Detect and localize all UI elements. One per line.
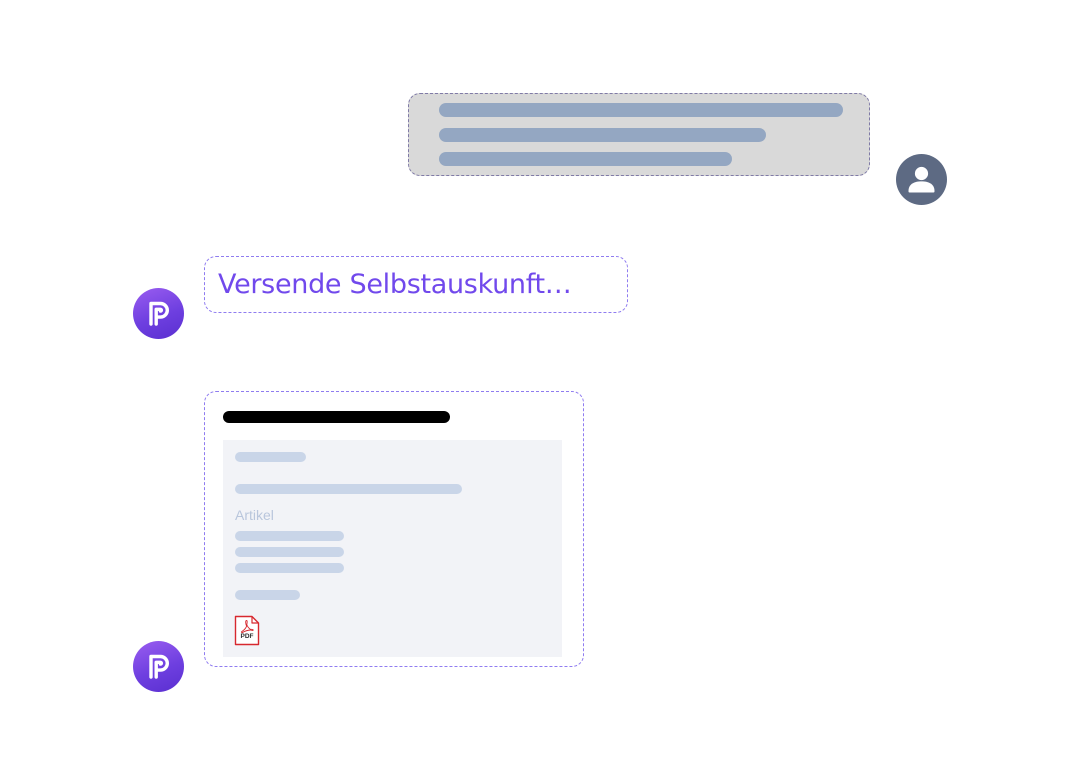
user-avatar	[896, 154, 947, 205]
bot-avatar	[133, 641, 184, 692]
document-placeholder-line	[235, 484, 462, 494]
document-preview: Artikel PDF	[223, 440, 562, 657]
document-placeholder-line	[235, 590, 300, 600]
user-message-placeholder-line	[439, 103, 843, 117]
document-section-label: Artikel	[235, 507, 274, 523]
document-placeholder-line	[235, 531, 344, 541]
user-message-placeholder-line	[439, 128, 766, 142]
bot-status-text: Versende Selbstauskunft…	[218, 269, 572, 300]
user-icon	[908, 166, 935, 193]
bot-logo-icon	[149, 654, 169, 679]
pdf-file-icon[interactable]: PDF	[234, 615, 260, 646]
bot-status-bubble: Versende Selbstauskunft…	[204, 256, 628, 313]
bot-avatar	[133, 288, 184, 339]
bot-document-bubble: Artikel PDF	[204, 391, 584, 667]
user-message-bubble	[408, 93, 870, 176]
user-message-placeholder-line	[439, 152, 732, 166]
document-title-placeholder	[223, 411, 450, 423]
document-placeholder-line	[235, 547, 344, 557]
pdf-file-label: PDF	[240, 633, 254, 640]
document-placeholder-line	[235, 563, 344, 573]
document-placeholder-line	[235, 452, 306, 462]
bot-logo-icon	[149, 301, 169, 326]
